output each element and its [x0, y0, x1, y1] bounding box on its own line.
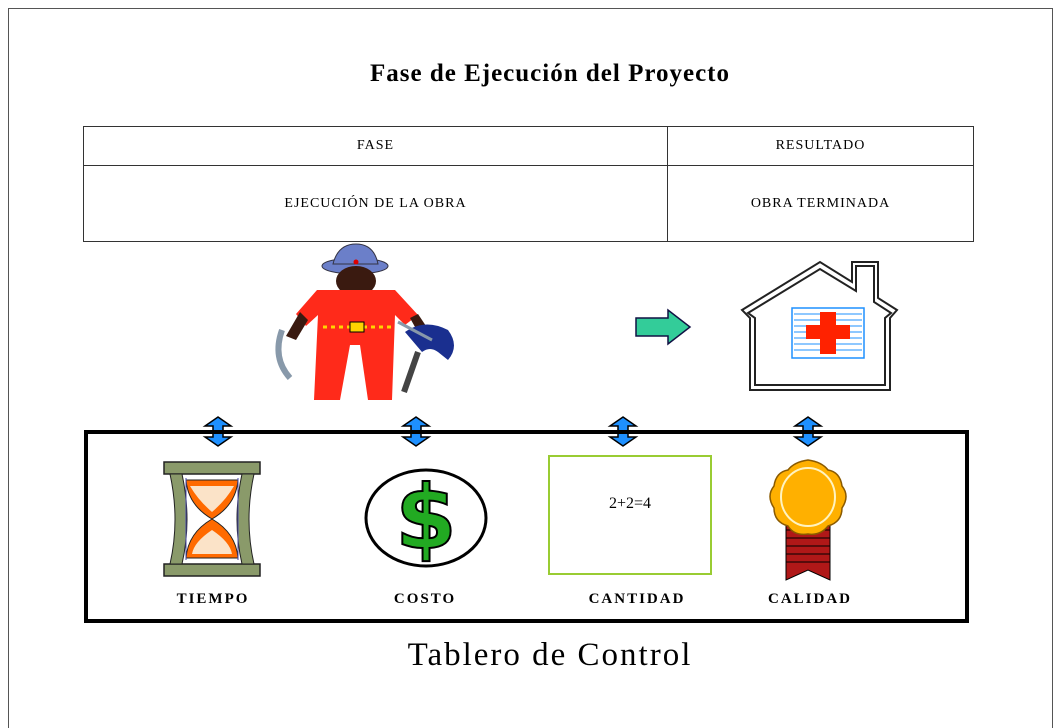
- page-title: Fase de Ejecución del Proyecto: [369, 60, 731, 87]
- board-caption: Tablero de Control: [407, 637, 693, 673]
- label-tiempo: TIEMPO: [176, 591, 250, 607]
- construction-worker-icon: [275, 243, 454, 400]
- label-cantidad: CANTIDAD: [588, 591, 686, 607]
- phase-table: FASE RESULTADO EJECUCIÓN DE LA OBRA OBRA…: [83, 126, 974, 242]
- green-arrow-icon: [635, 308, 692, 346]
- svg-text:$: $: [395, 466, 456, 569]
- control-board: [84, 430, 969, 623]
- cell-resultado: OBRA TERMINADA: [667, 165, 974, 242]
- header-fase: FASE: [83, 126, 668, 166]
- label-calidad: CALIDAD: [767, 591, 852, 607]
- slide-frame: [8, 8, 1053, 728]
- table-header-row: FASE RESULTADO: [83, 126, 974, 166]
- hourglass-icon: [163, 461, 261, 577]
- header-resultado: RESULTADO: [667, 126, 974, 166]
- medal-icon: [769, 459, 847, 581]
- clinic-house-icon: [740, 260, 899, 391]
- calculation-text: 2+2=4: [608, 495, 652, 512]
- dollar-sign-icon: $: [364, 465, 488, 570]
- label-costo: COSTO: [393, 591, 457, 607]
- calculation-box: 2+2=4: [548, 455, 712, 575]
- table-row: EJECUCIÓN DE LA OBRA OBRA TERMINADA: [83, 165, 974, 242]
- cell-fase: EJECUCIÓN DE LA OBRA: [83, 165, 668, 242]
